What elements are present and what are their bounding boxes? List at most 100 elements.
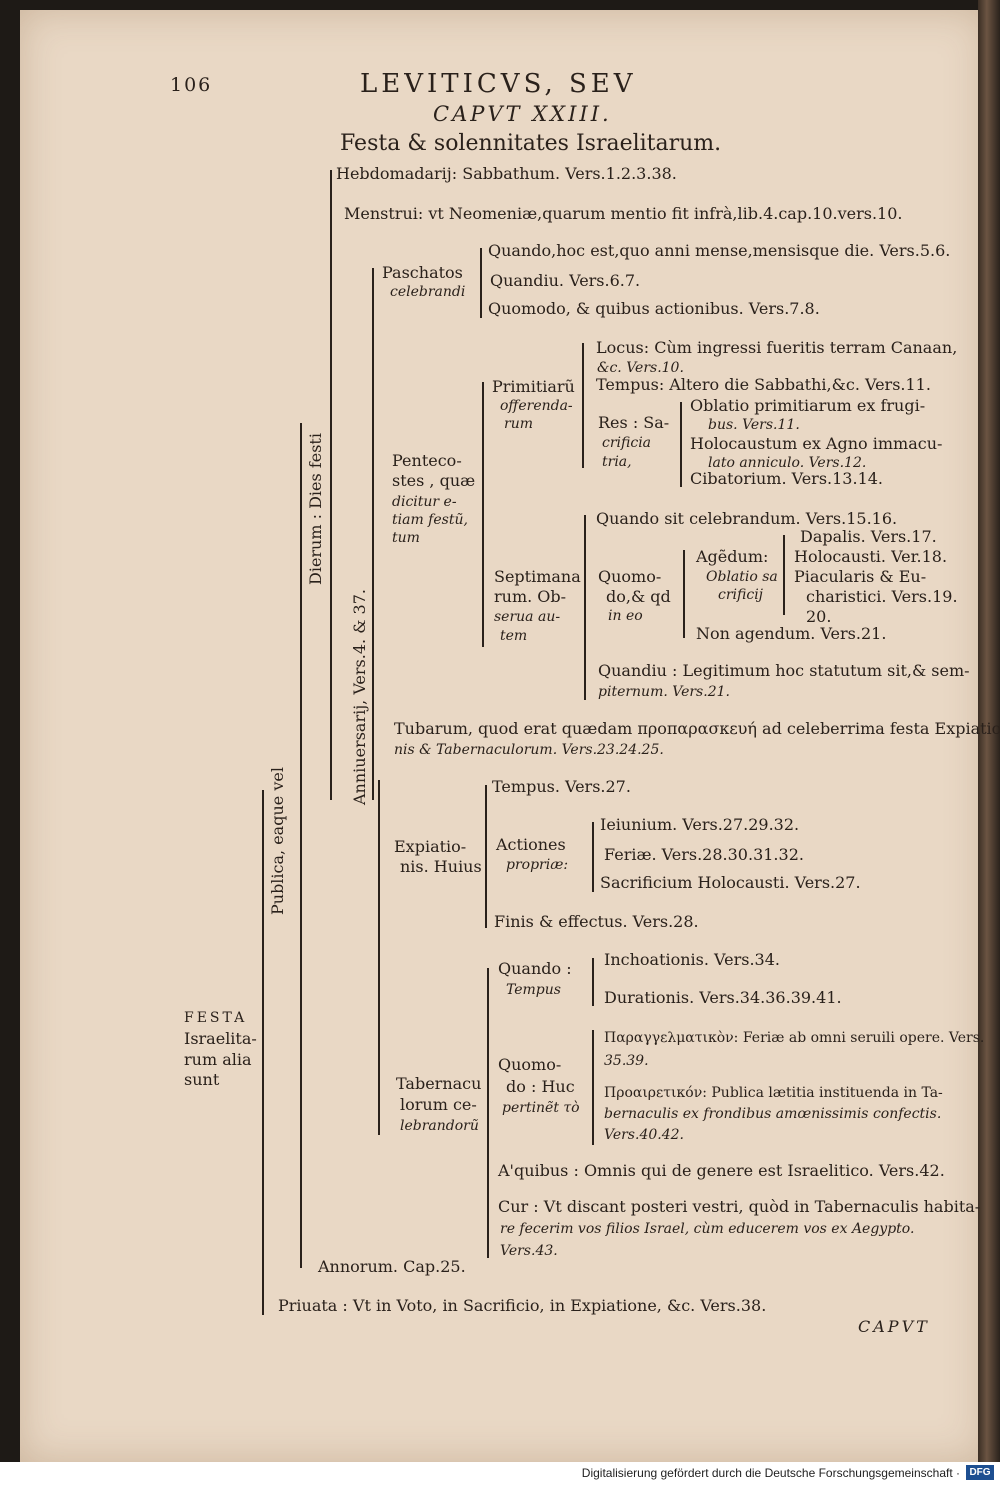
book-edge xyxy=(978,0,1000,1462)
node-actiones-2: propriæ: xyxy=(506,857,569,873)
node-cibatorium: Cibatorium. Vers.13.14. xyxy=(690,469,884,488)
node-tab-quando-2: Tempus xyxy=(506,982,561,998)
node-pentecostes-3: dicitur e- xyxy=(392,494,457,510)
node-tab-quomodo-2: do : Huc xyxy=(506,1077,575,1096)
node-pentecostes-4: tiam festũ, xyxy=(392,512,468,528)
brace-expiationis xyxy=(485,785,487,928)
node-tabernaculorum: Tabernacu xyxy=(396,1074,482,1093)
footer-bar: Digitalisierung gefördert durch die Deut… xyxy=(0,1462,1000,1485)
brace-paschatos xyxy=(480,248,482,318)
root-label-3: rum alia xyxy=(184,1050,252,1069)
node-ieiunium: Ieiunium. Vers.27.29.32. xyxy=(600,815,800,834)
brace-res xyxy=(680,402,682,487)
root-label-2: Israelita- xyxy=(184,1029,257,1048)
node-piacularis-3: 20. xyxy=(806,607,832,626)
node-expiationis: Expiatio- xyxy=(394,837,467,856)
node-paraggelmatikon-2: 35.39. xyxy=(604,1053,649,1069)
node-paschatos: Paschatos xyxy=(382,263,463,282)
node-holocaustum-2: lato anniculo. Vers.12. xyxy=(708,455,867,471)
node-res-3: tria, xyxy=(602,454,632,470)
node-primitiarum-3: rum xyxy=(504,416,533,432)
node-piacularis: Piacularis & Eu- xyxy=(794,567,927,586)
node-proairetikon-2: bernaculis ex frondibus amœnissimis conf… xyxy=(604,1106,942,1122)
publica-vertical-label: Publica, eaque vel xyxy=(268,767,287,915)
node-septimanarum-3: serua au- xyxy=(494,609,561,625)
node-piacularis-2: charistici. Vers.19. xyxy=(806,587,958,606)
node-a-quibus: A'quibus : Omnis qui de genere est Israe… xyxy=(498,1161,945,1180)
node-cur: Cur : Vt discant posteri vestri, quòd in… xyxy=(498,1197,981,1216)
node-sept-quandiu: Quandiu : Legitimum hoc statutum sit,& s… xyxy=(598,661,970,680)
node-hebdomadarii: Hebdomadarij: Sabbathum. Vers.1.2.3.38. xyxy=(336,164,677,183)
node-tab-quando: Quando : xyxy=(498,959,572,978)
node-agendum-3: crificij xyxy=(718,587,764,603)
node-priuata: Priuata : Vt in Voto, in Sacrificio, in … xyxy=(278,1296,767,1315)
brace-actiones xyxy=(592,822,594,892)
footer-credit: Digitalisierung gefördert durch die Deut… xyxy=(581,1466,960,1480)
node-tubarum: Tubarum, quod erat quædam προπαρασκευή a… xyxy=(394,719,1000,738)
node-agendum-2: Oblatio sa xyxy=(706,569,778,585)
page-title: Festa & solennitates Israelitarum. xyxy=(340,131,722,156)
node-actiones: Actiones xyxy=(496,835,566,854)
node-sacrificium: Sacrificium Holocausti. Vers.27. xyxy=(600,873,861,892)
node-tubarum-2: nis & Tabernaculorum. Vers.23.24.25. xyxy=(394,742,664,758)
node-annorum: Annorum. Cap.25. xyxy=(318,1257,466,1276)
node-holocaustum: Holocaustum ex Agno immacu- xyxy=(690,434,943,453)
node-proairetikon-3: Vers.40.42. xyxy=(604,1127,684,1143)
brace-agendum xyxy=(783,535,785,615)
node-expiationis-2: nis. Huius xyxy=(400,857,482,876)
node-res-2: crificia xyxy=(602,435,652,451)
node-exp-tempus: Tempus. Vers.27. xyxy=(492,777,631,796)
node-menstrui: Menstrui: vt Neomeniæ,quarum mentio fit … xyxy=(344,204,903,223)
brace-anniversarii-2 xyxy=(378,780,380,1135)
node-sept-quando: Quando sit celebrandum. Vers.15.16. xyxy=(596,509,898,528)
node-primitiarum: Primitiarũ xyxy=(492,377,575,396)
brace-dierum xyxy=(300,423,302,1268)
node-oblatio-2: bus. Vers.11. xyxy=(708,417,800,433)
dfg-logo-icon: DFG xyxy=(966,1465,994,1480)
node-quomodo: Quomo- xyxy=(598,567,662,586)
node-pasch-quandiu: Quandiu. Vers.6.7. xyxy=(490,271,641,290)
book-page xyxy=(20,10,985,1462)
node-septimanarum-4: tem xyxy=(500,628,528,644)
node-durationis: Durationis. Vers.34.36.39.41. xyxy=(604,988,842,1007)
node-non-agendum: Non agendum. Vers.21. xyxy=(696,624,887,643)
node-feriae: Feriæ. Vers.28.30.31.32. xyxy=(604,845,804,864)
brace-tabernaculorum xyxy=(487,968,489,1258)
node-cur-2: re fecerim vos filios Israel, cùm educer… xyxy=(500,1221,915,1237)
node-proairetikon: Προαιρετικόν: Publica lætitia instituend… xyxy=(604,1085,943,1101)
node-tab-quomodo: Quomo- xyxy=(498,1055,562,1074)
node-cur-3: Vers.43. xyxy=(500,1243,558,1259)
node-septimanarum-2: rum. Ob- xyxy=(494,587,567,606)
brace-quomodo xyxy=(683,550,685,638)
node-inchoationis: Inchoationis. Vers.34. xyxy=(604,950,780,969)
brace-dies xyxy=(330,170,332,800)
brace-tab-quomodo xyxy=(592,1030,594,1145)
node-primitiarum-2: offerenda- xyxy=(500,398,573,414)
node-locus: Locus: Cùm ingressi fueritis terram Cana… xyxy=(596,338,958,357)
node-tempus-prim: Tempus: Altero die Sabbathi,&c. Vers.11. xyxy=(596,375,931,394)
node-dapalis: Dapalis. Vers.17. xyxy=(800,527,937,546)
node-septimanarum: Septimana xyxy=(494,567,581,586)
node-finis: Finis & effectus. Vers.28. xyxy=(494,912,699,931)
node-paraggelmatikon: Παραγγελματικὸν: Feriæ ab omni seruili o… xyxy=(604,1030,985,1046)
catchword: CAPVT xyxy=(858,1317,930,1336)
brace-publica xyxy=(262,790,264,1315)
page-number: 106 xyxy=(170,74,213,96)
brace-tab-quando xyxy=(592,958,594,1006)
node-quomodo-3: in eo xyxy=(608,608,643,624)
anniversarii-vertical-label: Anniuersarij, Vers.4. & 37. xyxy=(350,589,369,805)
node-tab-quomodo-3: pertinẽt τὸ xyxy=(502,1100,580,1116)
brace-primitiarum xyxy=(582,343,584,468)
node-tabernaculorum-3: lebrandorũ xyxy=(400,1118,479,1134)
node-pasch-quando: Quando,hoc est,quo anni mense,mensisque … xyxy=(488,241,951,260)
brace-pentecostes xyxy=(482,382,484,647)
node-tabernaculorum-2: lorum ce- xyxy=(400,1095,477,1114)
node-paschatos-2: celebrandi xyxy=(390,284,466,300)
root-label-4: sunt xyxy=(184,1070,220,1089)
node-agendum: Agẽdum: xyxy=(696,547,769,566)
node-sept-quandiu-2: piternum. Vers.21. xyxy=(598,684,730,700)
node-pentecostes-2: stes , quæ xyxy=(392,471,476,490)
chapter-heading: CAPVT XXIII. xyxy=(433,102,612,126)
node-oblatio: Oblatio primitiarum ex frugi- xyxy=(690,396,926,415)
running-title: LEVITICVS, SEV xyxy=(360,69,637,99)
